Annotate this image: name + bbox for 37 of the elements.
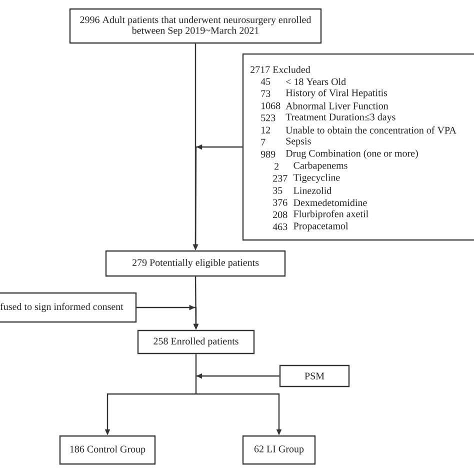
process-box: 186 Control Group bbox=[59, 435, 156, 465]
heading-text: 2717 Excluded bbox=[250, 66, 310, 74]
process-box: 2996 Adult patients that underwent neurosurgery enrolled between Sep 2019~March 2021 bbox=[69, 8, 322, 44]
reason-text: Dexmedetomidine bbox=[294, 199, 367, 206]
connector-line bbox=[195, 354, 197, 376]
count-text: 7 bbox=[261, 138, 266, 146]
count-text: 523 bbox=[261, 114, 276, 122]
reason-text: Carbapenems bbox=[294, 162, 348, 171]
count-text: 2 bbox=[274, 163, 279, 170]
count-text: 1068 bbox=[261, 102, 280, 110]
reason-text: Flurbiprofen axetil bbox=[294, 210, 368, 220]
count-text: 376 bbox=[273, 199, 288, 206]
reason-text: Unable to obtain the concentration of VPA bbox=[286, 126, 456, 134]
reason-text: Treatment Duration≤3 days bbox=[286, 113, 396, 122]
count-text: 12 bbox=[261, 126, 270, 134]
reason-text: Drug Combination (one or more) bbox=[286, 150, 418, 159]
count-text: 73 bbox=[261, 90, 270, 98]
count-text: 237 bbox=[273, 175, 288, 182]
count-text: 208 bbox=[273, 211, 288, 218]
reason-text: History of Viral Hepatitis bbox=[286, 89, 388, 98]
reason-text: Tigecycline bbox=[294, 174, 340, 183]
process-box: fused to sign informed consent bbox=[0, 292, 137, 323]
reason-text: < 18 Years Old bbox=[286, 78, 346, 86]
connector-line bbox=[195, 376, 197, 394]
process-box: 258 Enrolled patients bbox=[137, 330, 255, 354]
process-box: 279 Potentially eligible patients bbox=[105, 250, 286, 277]
count-text: 463 bbox=[272, 223, 288, 230]
reason-text: Abnormal Liver Function bbox=[286, 102, 388, 110]
exclusion-box bbox=[242, 53, 474, 241]
reason-text: Linezolid bbox=[294, 186, 332, 194]
count-text: 35 bbox=[273, 187, 282, 194]
process-box: 62 LI Group bbox=[242, 435, 316, 465]
reason-text: Sepsis bbox=[286, 138, 311, 146]
count-text: 45 bbox=[260, 78, 270, 85]
process-box: PSM bbox=[279, 364, 350, 388]
reason-text: Propacetamol bbox=[294, 222, 348, 232]
count-text: 989 bbox=[260, 150, 276, 158]
